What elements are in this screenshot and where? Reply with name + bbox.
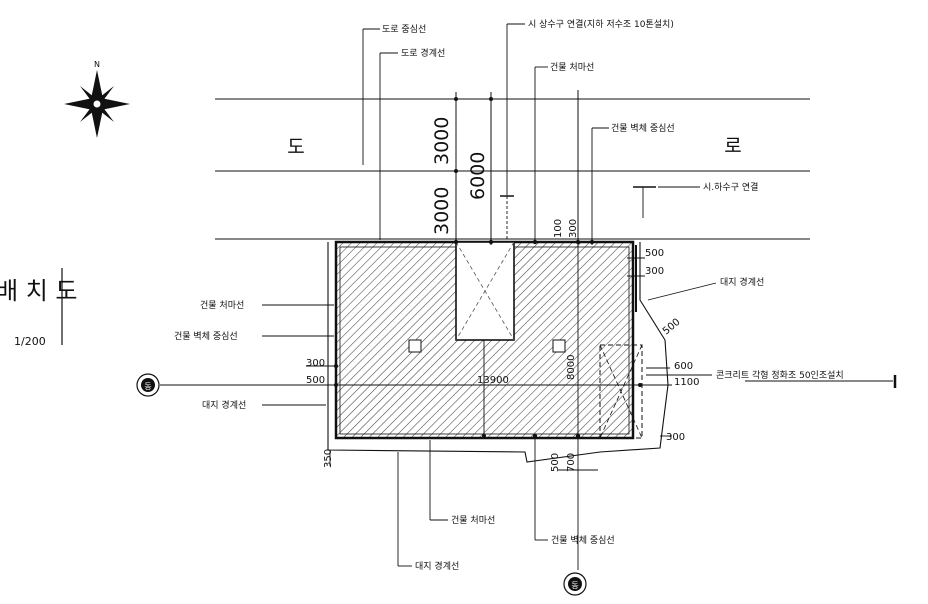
- label-left-eave: 건물 처마선: [200, 299, 244, 311]
- dim-500-diag: 500: [661, 317, 683, 338]
- dim-300-top: 300: [568, 219, 579, 238]
- dim-100: 100: [553, 219, 564, 238]
- label-left-site-boundary: 대지 경계선: [202, 399, 246, 411]
- north-arrow-icon: [64, 70, 130, 138]
- dim-inner-width: 13900: [477, 375, 509, 386]
- svg-text:동: 동: [571, 581, 578, 590]
- label-water-connection: 시 상수구 연결(지하 저수조 10톤설치): [528, 18, 674, 30]
- section-mark-west: 동: [136, 373, 160, 397]
- dim-350: 350: [323, 449, 334, 468]
- north-label: N: [94, 60, 100, 69]
- section-mark-south: 동: [563, 572, 587, 596]
- dim-300-left: 300: [306, 358, 325, 369]
- svg-text:동: 동: [144, 382, 151, 391]
- label-septic: 콘크리트 각형 정화조 50인조설치: [716, 369, 844, 381]
- dim-300-right: 300: [645, 266, 664, 277]
- drawing-scale: 1/200: [14, 335, 46, 348]
- dim-500-right: 500: [645, 248, 664, 259]
- label-left-wall-center: 건물 벽체 중심선: [174, 331, 238, 342]
- drawing-title: 배 치 도: [0, 277, 78, 305]
- dim-700-bottom: 700: [566, 453, 577, 472]
- label-sewer-connection: 시.하수구 연결: [703, 182, 758, 193]
- dim-6000: 6000: [467, 152, 489, 200]
- label-road-boundary: 도로 경계선: [401, 47, 445, 59]
- dim-3000-lower: 3000: [431, 187, 453, 235]
- dim-inner-depth: 8000: [566, 355, 577, 380]
- label-road-center: 도로 중심선: [382, 24, 426, 35]
- label-site-boundary: 대지 경계선: [720, 276, 764, 288]
- dim-1100: 1100: [674, 377, 699, 388]
- dim-3000-upper: 3000: [431, 117, 453, 165]
- dim-300-bottom-right: 300: [666, 432, 685, 443]
- label-bottom-site-boundary: 대지 경계선: [415, 560, 459, 572]
- label-wall-center: 건물 벽체 중심선: [611, 123, 675, 134]
- road-label-right: 로: [724, 135, 741, 157]
- label-bottom-wall-center: 건물 벽체 중심선: [551, 535, 615, 546]
- dim-500-bottom: 500: [550, 453, 561, 472]
- label-bottom-eave: 건물 처마선: [451, 514, 495, 526]
- road-label-left: 도: [287, 136, 304, 158]
- site-boundary-line: [327, 242, 669, 463]
- dim-500-left: 500: [306, 375, 325, 386]
- dim-600: 600: [674, 361, 693, 372]
- septic-tank: [599, 344, 643, 439]
- label-eave-line: 건물 처마선: [550, 61, 594, 73]
- building-footprint: [334, 240, 665, 440]
